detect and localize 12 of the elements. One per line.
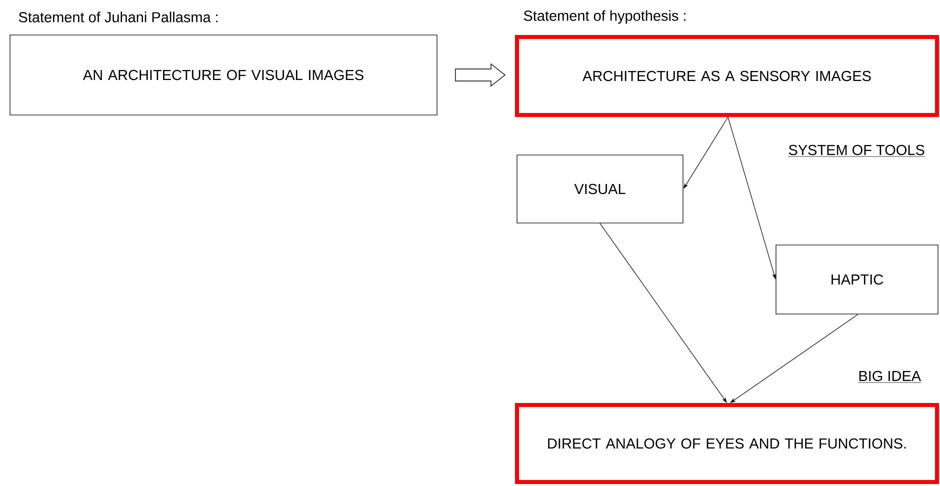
process-box: HAPTIC (776, 244, 938, 314)
arrow (600, 223, 727, 403)
block-arrow (455, 63, 506, 87)
highlighted-box: DIRECT ANALOGY OF EYES AND THE FUNCTIONS. (515, 403, 939, 484)
underlined-label: SYSTEM OF TOOLS (788, 144, 926, 157)
arrow (730, 314, 858, 403)
process-box: VISUAL (516, 154, 684, 224)
process-box: AN ARCHITECTURE OF VISUAL IMAGES (10, 34, 438, 116)
underlined-label: BIG IDEA (858, 370, 922, 383)
highlighted-box: ARCHITECTURE AS A SENSORY IMAGES (515, 35, 939, 117)
box-heading: Statement of hypothesis : (524, 10, 686, 24)
box-heading: Statement of Juhani Pallasma : (18, 12, 218, 22)
